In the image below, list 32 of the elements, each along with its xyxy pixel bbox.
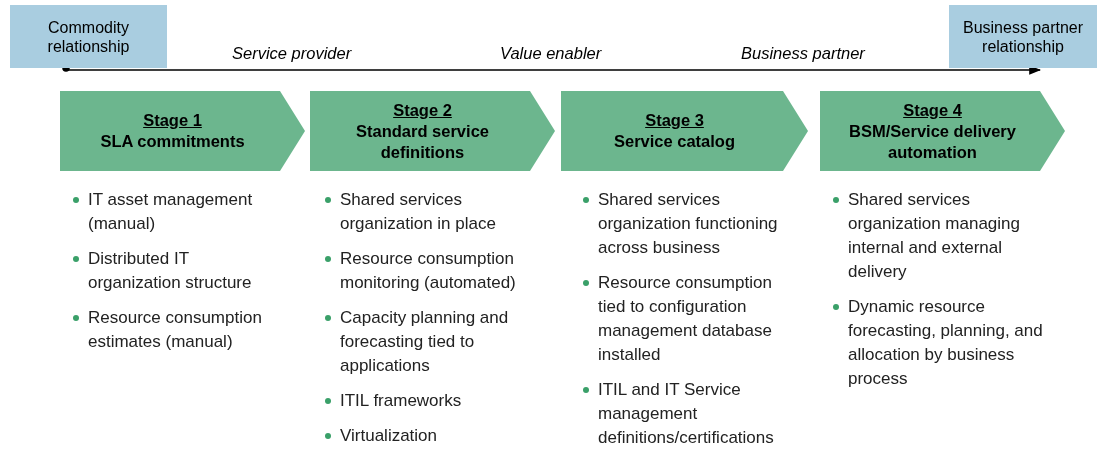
bullet-text: Capacity planning and forecasting tied to applications — [340, 308, 509, 375]
stage-title: Service catalog — [612, 131, 737, 152]
stage-number: Stage 2 — [392, 99, 453, 121]
stage-number: Stage 1 — [142, 110, 203, 131]
stage-title: SLA commitments — [99, 131, 246, 152]
axis-label: Business partner — [741, 44, 865, 63]
bullet-text: Resource consumption monitoring (automated) — [340, 249, 516, 292]
axis-label: Value enabler — [500, 44, 602, 63]
stage-banner — [820, 91, 1065, 171]
box-label: Commodity relationship — [46, 17, 131, 56]
relationship-box — [949, 5, 1097, 68]
stage-number: Stage 4 — [902, 99, 963, 121]
bullet-text: Dynamic resource forecasting, planning, and allocation by business process — [848, 297, 1043, 388]
bullet-text: ITIL and IT Service management definitions/certifications — [598, 380, 774, 447]
bullet-text: Shared services organization managing internal and external delivery — [848, 190, 1020, 281]
bullet-text: Virtualization — [340, 426, 438, 445]
bullet-text: Shared services organization functioning across business — [598, 190, 778, 257]
box-label: Business partner relationship — [961, 17, 1085, 56]
stage-banner — [310, 91, 555, 171]
bullet-text: Resource consumption estimates (manual) — [88, 308, 262, 351]
bullet-text: Shared services organization in place — [340, 190, 496, 233]
stage-banner — [60, 91, 305, 171]
bullet-text: Distributed IT organization structure — [88, 249, 252, 292]
stage-title: BSM/Service delivery automation — [848, 120, 1017, 163]
stage-banner — [561, 91, 808, 171]
axis-label: Service provider — [232, 44, 352, 63]
stage-number: Stage 3 — [644, 110, 705, 131]
bullet-text: ITIL frameworks — [340, 391, 462, 410]
bullet-text: Resource consumption tied to configuration management database installed — [598, 273, 772, 364]
bullet-text: IT asset management (manual) — [88, 190, 253, 233]
stage-title: Standard service definitions — [355, 120, 490, 163]
relationship-box — [10, 5, 167, 68]
